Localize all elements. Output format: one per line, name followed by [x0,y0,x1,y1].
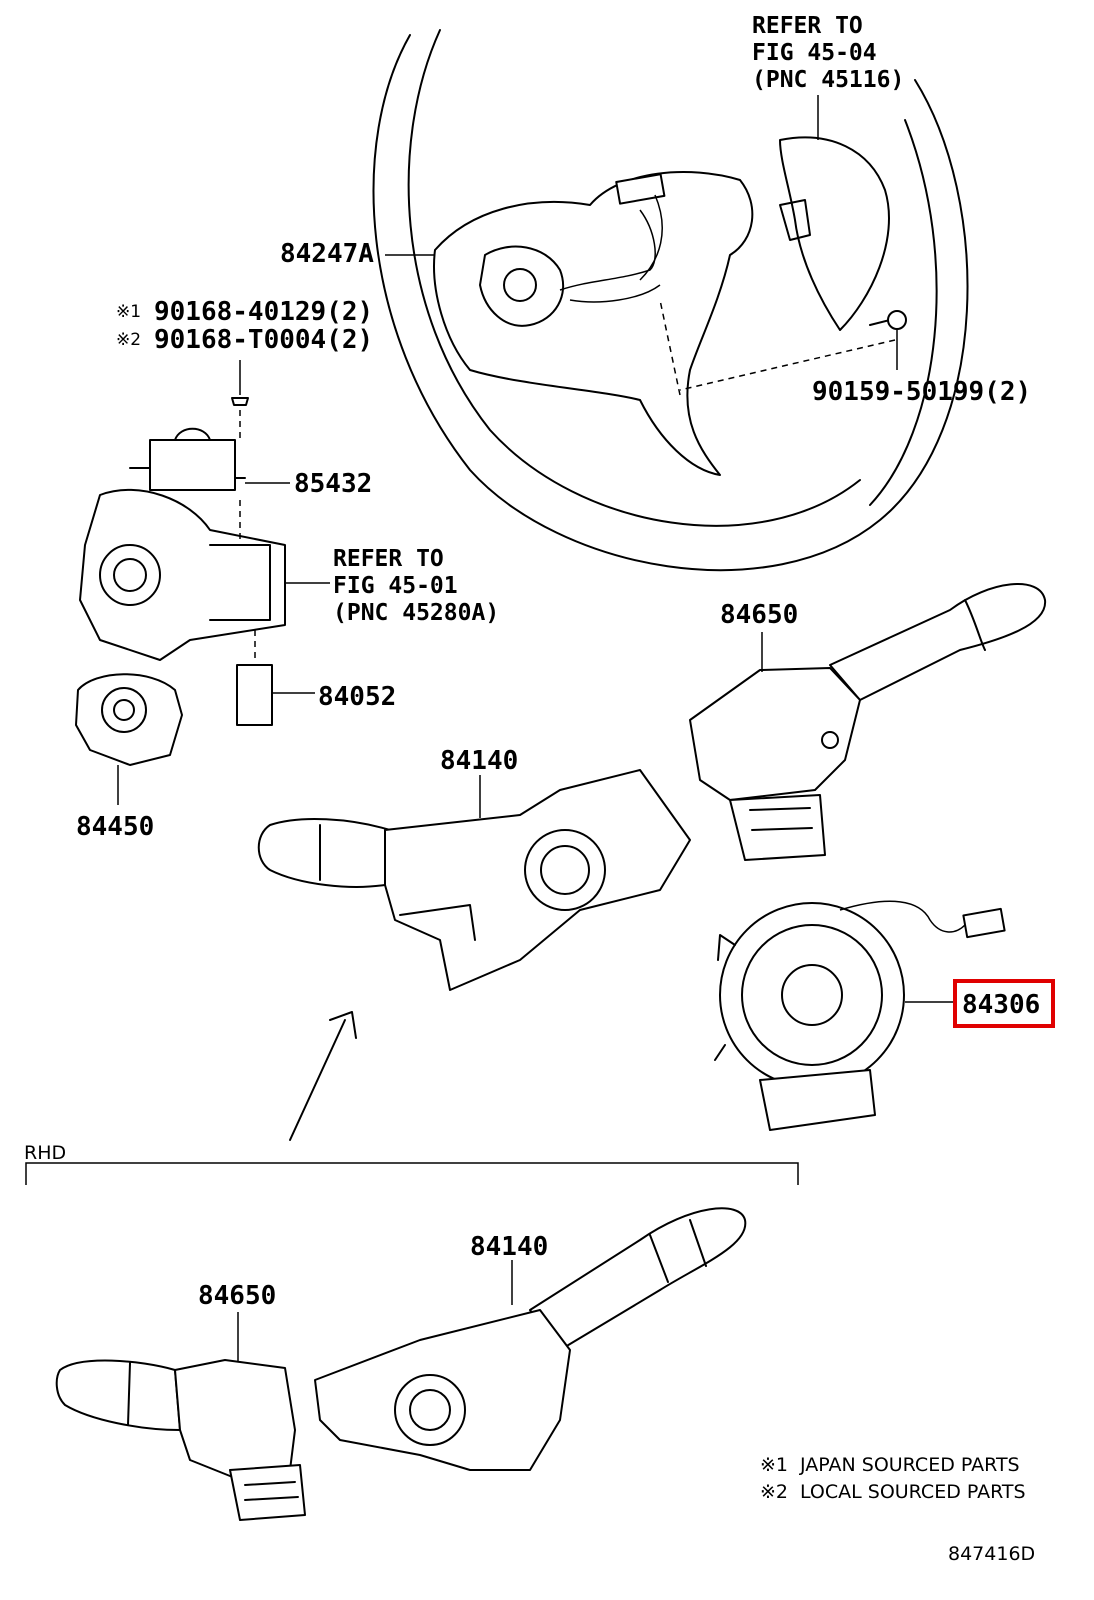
column-lock-assembly [75,360,330,805]
ref-fig-45-01-line1: REFER TO [333,546,444,572]
diagram-id: 847416D [948,1543,1035,1565]
screw-line1-mark: ※1 [116,302,141,322]
direction-arrow [289,1011,357,1141]
ref-fig-45-01-line2: FIG 45-01 [333,573,458,599]
label-84650: 84650 [720,600,798,630]
ref-fig-45-01-line3: (PNC 45280A) [333,600,499,626]
screw-line2-mark: ※2 [116,330,141,350]
note1-mark: ※1 [760,1454,788,1476]
label-84306: 84306 [962,990,1040,1020]
wiper-switch-84650-rhd [55,1312,306,1521]
label-90159-50199: 90159-50199(2) [812,377,1031,407]
spiral-cable-84306 [714,900,1006,1131]
rhd-section-label: RHD [24,1142,66,1164]
label-84140-rhd: 84140 [470,1232,548,1262]
label-84140-upper: 84140 [440,746,518,776]
screw-line1-text: 90168-40129(2) [154,297,373,327]
label-84247A: 84247A [280,239,374,269]
note1-text: JAPAN SOURCED PARTS [799,1454,1020,1476]
ref-fig-45-04-line3: (PNC 45116) [752,67,904,93]
rhd-bracket [25,1162,799,1185]
light-switch-84140 [257,769,691,991]
screw-90159 [869,310,907,330]
highlight-box-84306 [953,979,1055,1028]
label-84650-rhd: 84650 [198,1281,276,1311]
note2-mark: ※2 [760,1481,788,1503]
screw-line2-text: 90168-T0004(2) [154,325,373,355]
ref-fig-45-04-line2: FIG 45-04 [752,40,877,66]
wiper-switch-84650 [689,583,1047,861]
label-84052: 84052 [318,682,396,712]
ref-fig-45-04-line1: REFER TO [752,13,863,39]
light-switch-84140-rhd [314,1207,747,1471]
note2-text: LOCAL SOURCED PARTS [800,1481,1026,1503]
label-84450: 84450 [76,812,154,842]
steering-wheel [372,29,969,572]
label-85432: 85432 [294,469,372,499]
